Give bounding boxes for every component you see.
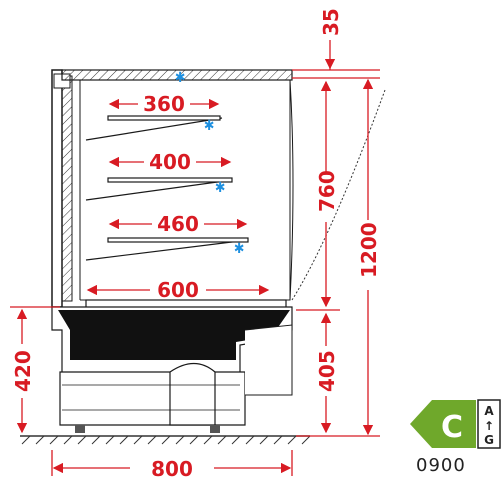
snowflake-icon: ✱ (215, 180, 226, 196)
shelf-3-depth-label: 460 (157, 212, 199, 236)
front-curtain-line (291, 89, 386, 301)
energy-scale-bottom: G (484, 433, 494, 447)
energy-label: C A ↑ G (410, 399, 501, 449)
energy-code: 0900 (416, 455, 466, 476)
width-label: 800 (151, 457, 193, 481)
snowflake-icons: ✱ ✱ ✱ ✱ (175, 70, 245, 257)
snowflake-icon: ✱ (204, 118, 215, 134)
energy-class-letter: C (441, 410, 463, 445)
shelf-1-depth-label: 360 (143, 92, 185, 116)
deck-depth-label: 600 (157, 278, 199, 302)
energy-scale-box (477, 399, 501, 449)
energy-scale-arrow: ↑ (484, 419, 494, 433)
top-gap-label: 35 (319, 8, 343, 36)
floor (20, 435, 311, 445)
shelf-section-height-label: 760 (315, 170, 339, 212)
shelf-2-depth-label: 400 (149, 150, 191, 174)
dimension-lines (10, 40, 380, 476)
shelves (85, 115, 249, 261)
cabinet-body (51, 69, 294, 433)
energy-scale-top: A (484, 404, 494, 418)
energy-class-arrow (410, 400, 476, 448)
base-height-label: 405 (315, 350, 339, 392)
total-height-label: 1200 (357, 222, 381, 278)
counter-height-label: 420 (11, 350, 35, 392)
snowflake-icon: ✱ (175, 70, 186, 86)
snowflake-icon: ✱ (234, 241, 245, 257)
